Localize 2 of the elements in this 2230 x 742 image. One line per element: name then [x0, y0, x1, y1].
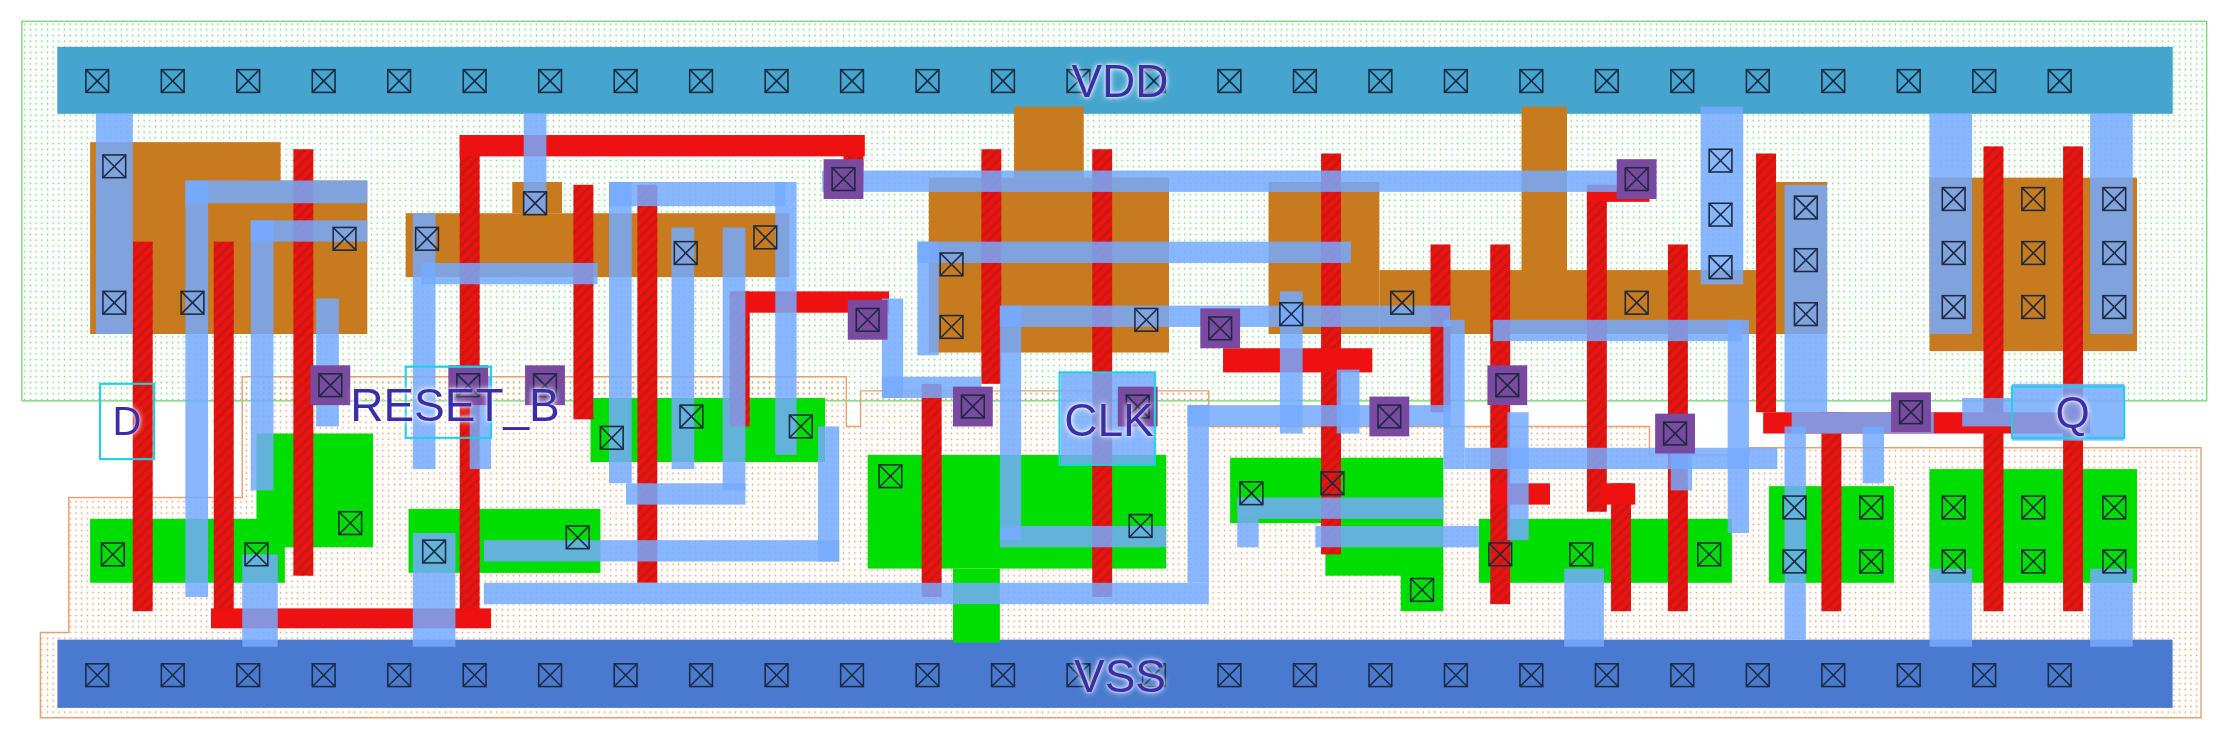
- pin-label: CLK: [1064, 397, 1154, 443]
- pin-label: Q: [2055, 390, 2090, 435]
